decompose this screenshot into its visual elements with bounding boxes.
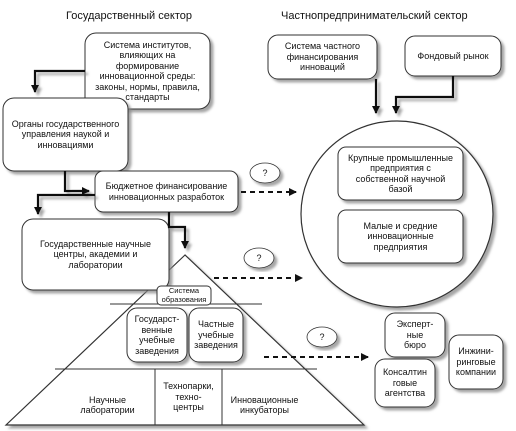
budget-label: Бюджетное финансирование инновационных р… [105, 181, 228, 202]
private-edu-label: Частные учебные заведения [194, 319, 238, 351]
expert-bureau-box [384, 312, 446, 358]
stock-market-to-circle-arrow [392, 76, 455, 114]
institutions-label: Система институтов, влияющих на формиров… [95, 39, 200, 103]
education-system-box [156, 285, 212, 306]
gov-bodies-label: Органы государственного управления науко… [11, 118, 120, 150]
stock-market-label: Фондовый рынок [417, 50, 489, 61]
gov-research-box [21, 218, 170, 291]
public-sector-header: Государственный сектор [66, 10, 192, 22]
education-system-label: Система образования [161, 286, 207, 304]
consulting-box [374, 358, 436, 408]
gov-bodies-to-budget-arrow [63, 171, 90, 195]
budget-to-research-arrow [34, 193, 95, 215]
engineering-label: Инжини- ринговые компании [455, 346, 497, 378]
gov-research-label: Государственные научные центры, академии… [40, 238, 151, 270]
private-edu-box [188, 307, 244, 363]
question-mark-label: ? [256, 252, 262, 263]
large-companies-box [337, 146, 464, 201]
engineering-box [448, 334, 504, 390]
consulting-label: Консалтин говые агентства [382, 367, 428, 399]
large-companies-label: Крупные промышленные предприятия с собст… [348, 152, 453, 195]
budget-to-education-arrow [167, 212, 189, 249]
state-edu-label: Государст- венные учебные заведения [134, 314, 180, 356]
private-sector-header: Частнопредпринимательский сектор [281, 10, 468, 22]
science-labs-label: Научные лаборатории [80, 394, 135, 416]
private-finance-label: Система частного финансирования инноваци… [284, 41, 361, 73]
expert-bureau-label: Эксперт- ные бюро [396, 319, 434, 351]
incubators-label: Инновационные инкубаторы [230, 394, 299, 416]
budget-box [94, 170, 239, 213]
technoparks-label: Технопарки, техно- центры [163, 381, 214, 413]
state-edu-box [126, 307, 188, 363]
institutions-to-gov-bodies-arrow [31, 69, 85, 93]
question-bubble [243, 247, 275, 269]
small-companies-label: Малые и средние инновационные предприяти… [363, 220, 438, 252]
private-finance-box [267, 34, 378, 80]
question-bubble [306, 326, 338, 348]
question-mark-label: ? [262, 167, 268, 178]
small-companies-box [337, 209, 464, 264]
question-mark-label: ? [319, 331, 325, 342]
question-bubble [249, 162, 281, 184]
